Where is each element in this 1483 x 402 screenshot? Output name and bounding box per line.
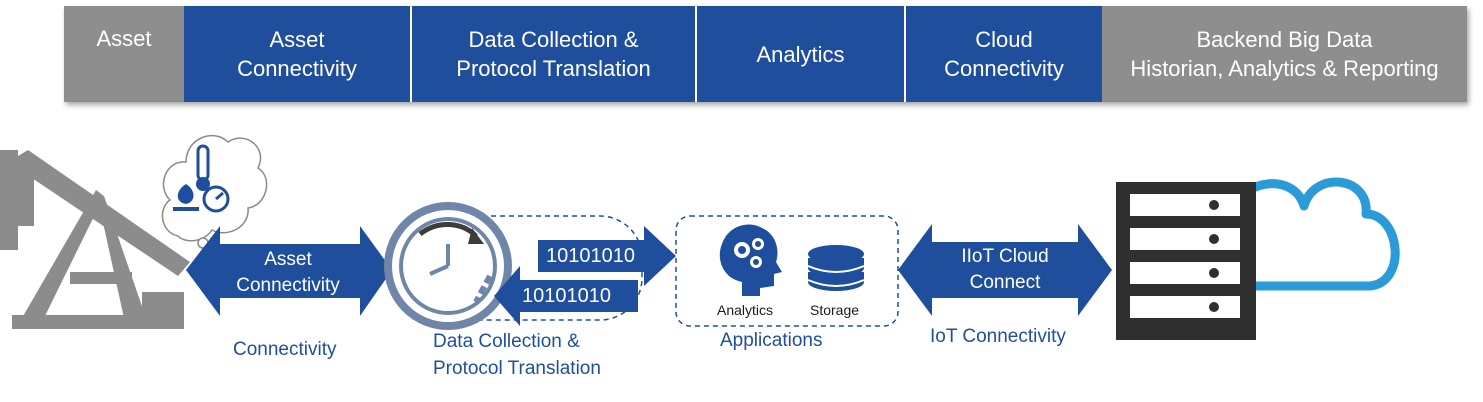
header-analytics: Analytics xyxy=(695,6,904,102)
bits-bottom-label: 10101010 xyxy=(522,285,611,307)
connectivity-caption: Connectivity xyxy=(233,339,337,360)
bits-arrow-right xyxy=(538,226,676,286)
asset-connectivity-arrow xyxy=(186,226,392,316)
analytics-head-icon xyxy=(719,224,782,296)
header-cloud-connectivity: Cloud Connectivity xyxy=(904,6,1102,102)
asset-connectivity-arrow-label: Asset Connectivity xyxy=(236,249,340,296)
stage-header: Asset Asset Connectivity Data Collection… xyxy=(64,6,1467,102)
sensor-cloud-icon xyxy=(161,134,268,249)
iot-connectivity-caption: IoT Connectivity xyxy=(930,326,1066,347)
storage-label: Storage xyxy=(810,302,860,318)
header-asset-connectivity: Asset Connectivity xyxy=(184,6,410,102)
header-backend-big-data: Backend Big Data Historian, Analytics & … xyxy=(1102,6,1467,102)
applications-caption: Applications xyxy=(720,330,823,351)
gateway-clock-icon xyxy=(384,202,512,330)
storage-database-icon xyxy=(807,245,865,291)
bits-top-label: 10101010 xyxy=(546,245,635,267)
server-rack-icon xyxy=(1116,182,1256,340)
bits-arrow-left xyxy=(494,266,638,326)
header-data-collection: Data Collection & Protocol Translation xyxy=(410,6,695,102)
header-asset: Asset xyxy=(64,6,184,102)
cloud-connect-arrow-label: IIoT Cloud Connect xyxy=(961,246,1049,293)
analytics-label: Analytics xyxy=(717,302,774,318)
pump-jack-icon xyxy=(0,150,190,329)
cloud-connect-arrow xyxy=(898,224,1112,316)
data-collection-caption: Data Collection & Protocol Translation xyxy=(433,331,601,379)
